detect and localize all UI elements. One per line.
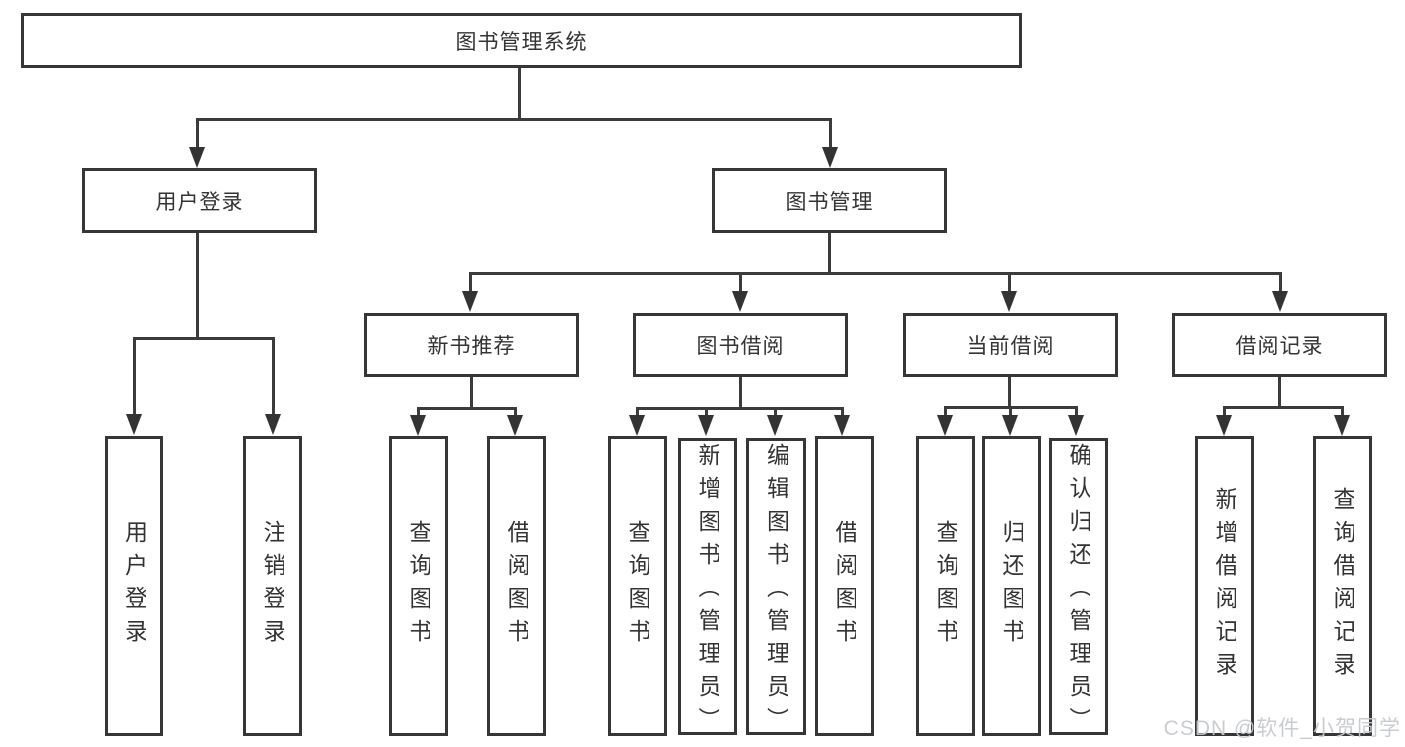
node-user-login: 用户登录 — [82, 168, 317, 233]
leaf-label: 借阅图书 — [833, 520, 856, 652]
connector-to-leaf — [636, 407, 639, 417]
node-book-borrowing: 图书借阅 — [633, 313, 848, 377]
node-label: 借阅记录 — [1235, 335, 1324, 358]
connector-to-leaf — [944, 406, 947, 417]
connector-to-leaf — [1341, 406, 1344, 417]
node-label: 图书管理系统 — [455, 30, 588, 54]
connector-to-leaf — [774, 407, 777, 417]
leaf-logout: 注销登录 — [243, 436, 302, 736]
leaf-query-books-borrowing: 查询图书 — [608, 436, 667, 736]
leaf-label: 注销登录 — [261, 520, 284, 652]
node-label: 新书推荐 — [427, 335, 516, 358]
connector-to-new-book-recommend — [469, 272, 472, 292]
connector-to-current-borrowing — [1008, 272, 1011, 292]
arrow-down-icon — [1001, 291, 1017, 312]
arrow-down-icon — [1068, 415, 1084, 436]
leaf-label: 新增图书（管理员） — [696, 442, 719, 731]
connector-records-split — [1223, 406, 1344, 409]
arrow-down-icon — [265, 414, 281, 435]
node-book-management: 图书管理 — [712, 168, 947, 233]
leaf-label: 查询图书 — [626, 520, 649, 652]
arrow-down-icon — [1272, 291, 1288, 312]
arrow-down-icon — [732, 291, 748, 312]
arrow-down-icon — [1334, 415, 1350, 436]
leaf-label: 确认归还（管理员） — [1067, 442, 1090, 731]
connector-to-leaf — [1223, 406, 1226, 417]
connector-recommend-split — [417, 407, 517, 410]
leaf-confirm-return-admin: 确认归还（管理员） — [1049, 438, 1108, 735]
connector-book-management-down — [828, 233, 831, 273]
csdn-watermark: CSDN @软件_小贺同学 — [1163, 717, 1401, 740]
arrow-down-icon — [629, 415, 645, 436]
connector-to-book-management — [829, 118, 832, 150]
leaf-label: 查询图书 — [407, 520, 430, 652]
connector-records-down — [1278, 377, 1281, 407]
node-label: 图书借阅 — [696, 335, 785, 358]
leaf-label: 新增借阅记录 — [1213, 487, 1236, 685]
connector-to-leaf — [705, 407, 708, 417]
leaf-return-books: 归还图书 — [982, 436, 1041, 736]
connector-to-leaf — [1075, 406, 1078, 417]
connector-to-leaf — [841, 407, 844, 417]
connector-to-leaf — [417, 407, 420, 417]
connector-to-book-borrowing — [739, 272, 742, 292]
leaf-label: 编辑图书（管理员） — [764, 442, 788, 731]
node-borrowing-records: 借阅记录 — [1172, 313, 1387, 377]
leaf-add-books-admin: 新增图书（管理员） — [678, 438, 737, 735]
connector-root-down — [518, 68, 521, 119]
connector-user-login-down — [196, 233, 199, 337]
node-root-system: 图书管理系统 — [21, 13, 1022, 68]
leaf-label: 借阅图书 — [505, 520, 528, 652]
arrow-down-icon — [462, 291, 478, 312]
arrow-down-icon — [126, 414, 142, 435]
node-new-book-recommend: 新书推荐 — [364, 313, 579, 377]
connector-borrowing-split — [636, 407, 844, 410]
arrow-down-icon — [1002, 415, 1018, 436]
leaf-user-login: 用户登录 — [105, 436, 163, 736]
arrow-down-icon — [507, 415, 523, 436]
connector-to-leaf — [514, 407, 517, 417]
leaf-query-books-current: 查询图书 — [916, 436, 975, 736]
connector-level1-split — [196, 118, 832, 121]
node-label: 当前借阅 — [966, 335, 1055, 358]
arrow-down-icon — [189, 147, 205, 168]
connector-to-leaf — [1009, 406, 1012, 417]
connector-to-borrowing-records — [1279, 272, 1282, 292]
connector-current-down — [1008, 377, 1011, 407]
leaf-edit-books-admin: 编辑图书（管理员） — [746, 438, 806, 735]
arrow-down-icon — [834, 415, 850, 436]
node-label: 用户登录 — [155, 190, 244, 214]
leaf-label: 查询借阅记录 — [1331, 487, 1354, 685]
leaf-query-borrow-record: 查询借阅记录 — [1313, 436, 1372, 736]
leaf-borrow-books-borrowing: 借阅图书 — [815, 436, 874, 736]
leaf-label: 归还图书 — [1000, 520, 1023, 652]
arrow-down-icon — [767, 415, 783, 436]
connector-borrowing-down — [739, 377, 742, 408]
connector-level2-split — [469, 272, 1282, 275]
leaf-label: 用户登录 — [122, 520, 146, 652]
connector-to-user-login — [196, 118, 199, 150]
leaf-add-borrow-record: 新增借阅记录 — [1195, 436, 1254, 736]
arrow-down-icon — [937, 415, 953, 436]
connector-recommend-down — [470, 377, 473, 408]
leaf-query-books-recommend: 查询图书 — [389, 436, 448, 736]
arrow-down-icon — [698, 415, 714, 436]
leaf-borrow-books-recommend: 借阅图书 — [487, 436, 546, 736]
node-current-borrowing: 当前借阅 — [903, 313, 1118, 377]
arrow-down-icon — [822, 147, 838, 168]
leaf-label: 查询图书 — [934, 520, 957, 652]
connector-user-login-split — [133, 337, 275, 340]
arrow-down-icon — [1216, 415, 1232, 436]
connector-to-leaf-user-login — [133, 337, 136, 414]
arrow-down-icon — [410, 415, 426, 436]
node-label: 图书管理 — [785, 190, 874, 214]
connector-to-leaf-logout — [272, 337, 275, 414]
